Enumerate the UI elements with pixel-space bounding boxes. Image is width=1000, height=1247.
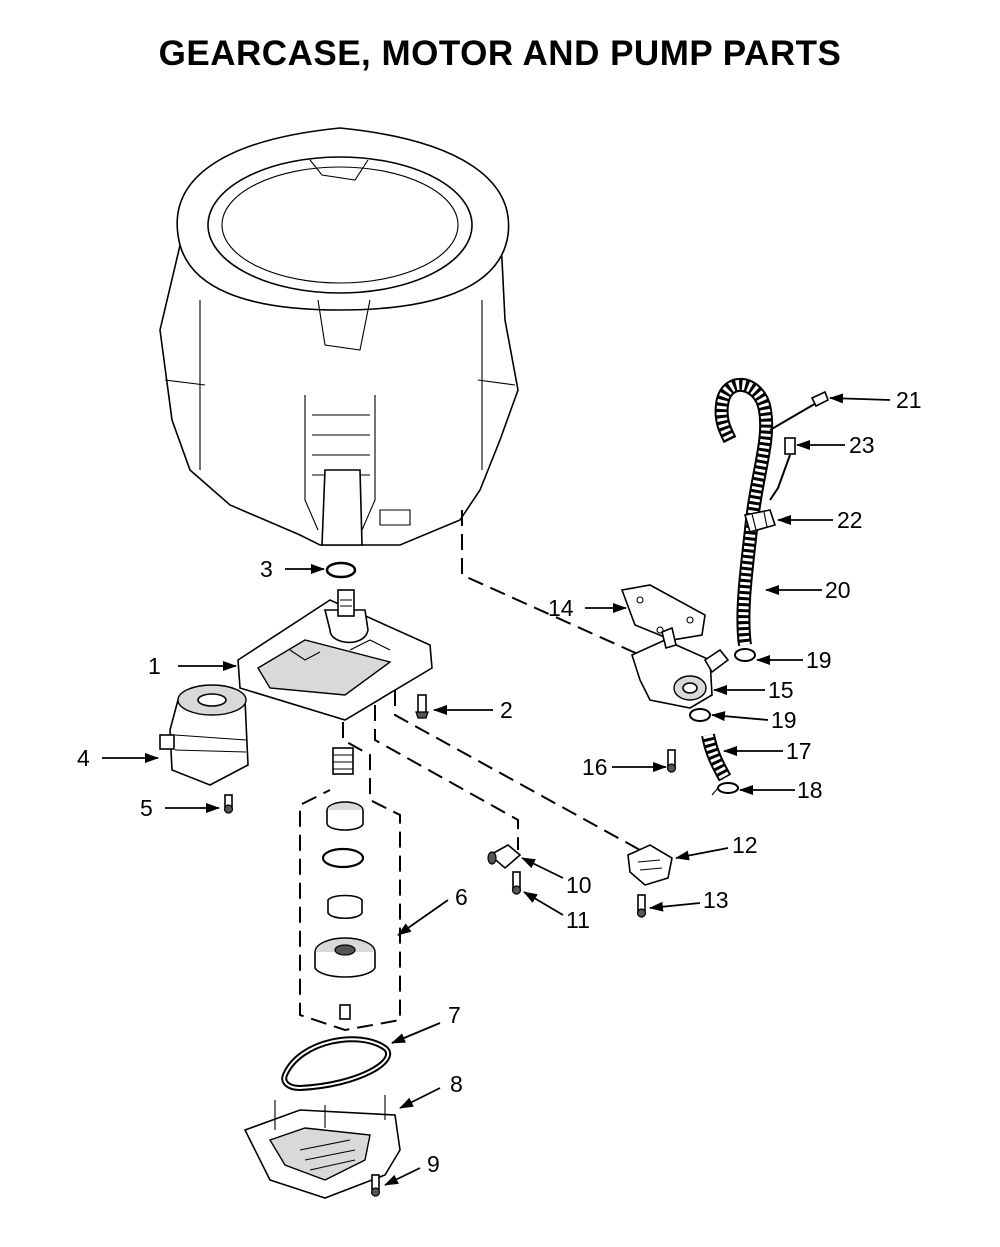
callout-8: 8 [450, 1071, 463, 1097]
part-20-drain-hose [714, 378, 774, 646]
callout-17: 17 [786, 738, 812, 764]
part-22-clip [743, 509, 777, 533]
part-17-hose [701, 733, 732, 782]
callout-12: 12 [732, 832, 758, 858]
part-16-screw [666, 749, 677, 773]
callout-21: 21 [896, 387, 922, 413]
callout-3: 3 [260, 556, 273, 582]
callout-19-lower: 19 [771, 707, 797, 733]
part-9-screw [370, 1174, 381, 1197]
callout-1: 1 [148, 653, 161, 679]
part-13-screw [636, 894, 647, 918]
callout-9: 9 [427, 1151, 440, 1177]
part-5-screw [223, 794, 234, 814]
guide-lines [299, 510, 641, 1032]
part-2-screw [415, 694, 429, 719]
part-8-base [243, 1095, 401, 1199]
part-6-clutch-assembly [314, 747, 376, 1020]
part-11-screw [511, 871, 522, 895]
part-21-tube [769, 390, 830, 431]
callout-6: 6 [455, 884, 468, 910]
callout-22: 22 [837, 507, 863, 533]
callout-10: 10 [566, 872, 592, 898]
callout-15: 15 [768, 677, 794, 703]
callout-7: 7 [448, 1002, 461, 1028]
diagram-title: GEARCASE, MOTOR AND PUMP PARTS [158, 34, 842, 73]
part-7-belt [281, 1036, 392, 1092]
part-19-clamp-lower [689, 708, 711, 722]
part-14-gasket [620, 584, 706, 641]
part-4-motor [159, 684, 249, 786]
callout-5: 5 [140, 795, 153, 821]
part-12-switch [627, 844, 673, 886]
callout-11: 11 [566, 907, 590, 933]
part-18-clamp [711, 782, 739, 796]
part-19-clamp-upper [734, 648, 756, 662]
callout-14: 14 [548, 595, 574, 621]
callout-16: 16 [582, 754, 608, 780]
callout-19-upper: 19 [806, 647, 832, 673]
part-10-sensor [487, 844, 522, 870]
callout-18: 18 [797, 777, 823, 803]
callout-20: 20 [825, 577, 851, 603]
part-1-gearcase [237, 589, 433, 721]
washer-tub [159, 127, 519, 546]
part-23-fitting [769, 437, 796, 501]
callout-labels: 1 2 3 4 5 6 7 8 9 10 11 12 13 14 15 16 1… [77, 387, 922, 1177]
callout-arrows [102, 393, 891, 1186]
callout-4: 4 [77, 745, 90, 771]
callout-23: 23 [849, 432, 875, 458]
part-3-seal [325, 561, 357, 579]
callout-13: 13 [703, 887, 729, 913]
callout-2: 2 [500, 697, 513, 723]
part-15-pump [631, 626, 730, 709]
